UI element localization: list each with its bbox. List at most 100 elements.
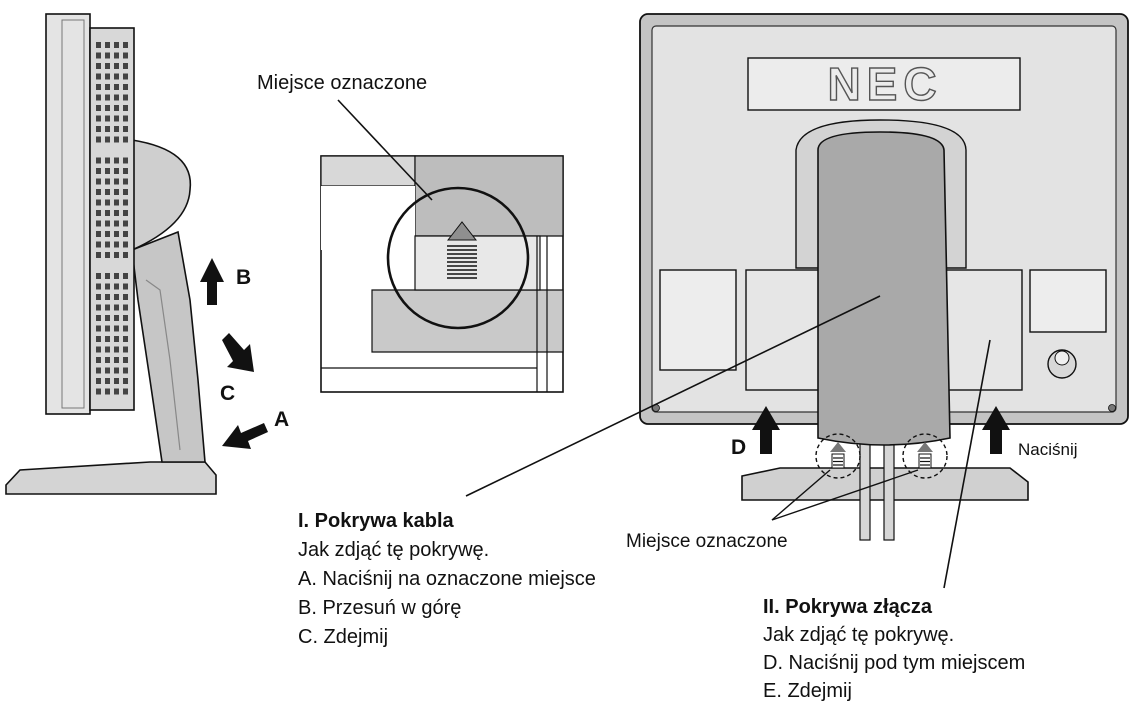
vent-slot bbox=[105, 126, 110, 132]
vent-slot bbox=[96, 357, 101, 363]
rear-logo-plate bbox=[747, 57, 1021, 111]
vent-slot bbox=[105, 94, 110, 101]
vent-slot bbox=[123, 63, 128, 69]
vent-slot bbox=[96, 367, 101, 374]
vent-slot bbox=[123, 73, 128, 80]
vent-slot bbox=[105, 105, 110, 111]
leader-lines bbox=[465, 295, 991, 589]
vent-slot bbox=[123, 220, 128, 227]
vent-slot bbox=[96, 115, 101, 122]
section-connector-cover-step: D. Naciśnij pod tym miejscem bbox=[763, 652, 1026, 674]
vent-slot bbox=[114, 294, 119, 300]
rear-power-socket-inner bbox=[1054, 350, 1070, 366]
vent-slot bbox=[123, 388, 128, 395]
vent-slot bbox=[114, 73, 119, 80]
vent-slot bbox=[96, 157, 101, 164]
vent-slot bbox=[105, 231, 110, 237]
vent-slot bbox=[96, 283, 101, 290]
vent-slot bbox=[114, 378, 119, 384]
vent-slot bbox=[114, 157, 119, 164]
vent-slot bbox=[105, 178, 110, 185]
vent-slot bbox=[96, 388, 101, 395]
inset-leader-line bbox=[337, 99, 433, 201]
vent-slot bbox=[123, 199, 128, 206]
vent-slot bbox=[114, 84, 119, 90]
vent-slot bbox=[114, 336, 119, 342]
vent-slot bbox=[105, 283, 110, 290]
vent-slot bbox=[114, 52, 119, 59]
vent-slot bbox=[123, 105, 128, 111]
vent-slot bbox=[114, 168, 119, 174]
vent-slot bbox=[123, 210, 128, 216]
vent-slot bbox=[114, 126, 119, 132]
vent-slot bbox=[114, 304, 119, 311]
side-panel-bezel bbox=[45, 13, 91, 415]
vent-slot bbox=[105, 294, 110, 300]
side-vent-grille bbox=[96, 42, 128, 395]
vent-slot bbox=[105, 157, 110, 164]
callout-press: Naciśnij bbox=[1018, 440, 1078, 459]
vent-slot bbox=[96, 94, 101, 101]
vent-slot bbox=[96, 273, 101, 279]
vent-slot bbox=[123, 94, 128, 101]
vent-slot bbox=[123, 84, 128, 90]
callout-marked-spot-bottom: Miejsce oznaczone bbox=[626, 531, 788, 552]
vent-slot bbox=[123, 325, 128, 332]
vent-slot bbox=[105, 63, 110, 69]
leader-marked-right bbox=[771, 469, 919, 521]
rear-marked-tab-right-circle bbox=[902, 433, 948, 479]
vent-slot bbox=[96, 126, 101, 132]
vent-slot bbox=[96, 105, 101, 111]
vent-slot bbox=[105, 189, 110, 195]
vent-slot bbox=[123, 273, 128, 279]
vent-slot bbox=[96, 325, 101, 332]
section-cable-cover-step: C. Zdejmij bbox=[298, 626, 389, 648]
section-connector-cover: II. Pokrywa złącza Jak zdjąć tę pokrywę.… bbox=[763, 596, 1025, 703]
leader-cable-cover bbox=[465, 295, 881, 497]
inset-highlight-circle bbox=[386, 186, 530, 330]
vent-slot bbox=[105, 388, 110, 395]
arrow-up-d-icon bbox=[752, 406, 780, 454]
vent-slot bbox=[96, 241, 101, 248]
side-arrows bbox=[200, 258, 268, 449]
vent-slot bbox=[96, 84, 101, 90]
side-rear-housing bbox=[131, 139, 192, 252]
vent-slot bbox=[114, 220, 119, 227]
rear-marked-tab-right-triangle-icon bbox=[917, 442, 933, 452]
rear-cable-2 bbox=[883, 439, 895, 541]
vent-slot bbox=[96, 210, 101, 216]
vent-slot bbox=[123, 336, 128, 342]
vent-slot bbox=[105, 168, 110, 174]
vent-slot bbox=[96, 336, 101, 342]
vent-slot bbox=[105, 115, 110, 122]
vent-slot bbox=[123, 168, 128, 174]
section-cable-cover-title: I. Pokrywa kabla bbox=[298, 510, 454, 532]
rear-marked-tab-left-circle bbox=[815, 433, 861, 479]
vent-slot bbox=[114, 325, 119, 332]
vent-slot bbox=[105, 252, 110, 258]
vent-slot bbox=[114, 105, 119, 111]
vent-slot bbox=[105, 210, 110, 216]
leader-marked-left bbox=[771, 469, 831, 521]
inset-marker-triangle-icon bbox=[446, 221, 478, 241]
vent-slot bbox=[123, 367, 128, 374]
vent-slot bbox=[114, 94, 119, 101]
vent-slot bbox=[123, 136, 128, 143]
vent-slot bbox=[105, 346, 110, 353]
vent-slot bbox=[114, 273, 119, 279]
vent-slot bbox=[114, 231, 119, 237]
vent-slot bbox=[96, 136, 101, 143]
side-stand-base bbox=[5, 461, 217, 495]
step-letter-a: A bbox=[274, 408, 290, 431]
inset-upper-left-housing bbox=[320, 155, 416, 187]
vent-slot bbox=[96, 231, 101, 237]
arrow-diagonal-c-icon bbox=[222, 333, 254, 372]
vent-slot bbox=[123, 231, 128, 237]
vent-slot bbox=[114, 178, 119, 185]
vent-slot bbox=[123, 42, 128, 48]
vent-slot bbox=[114, 199, 119, 206]
vent-slot bbox=[96, 252, 101, 258]
vent-slot bbox=[96, 220, 101, 227]
monitor-rear-view bbox=[639, 13, 1129, 541]
